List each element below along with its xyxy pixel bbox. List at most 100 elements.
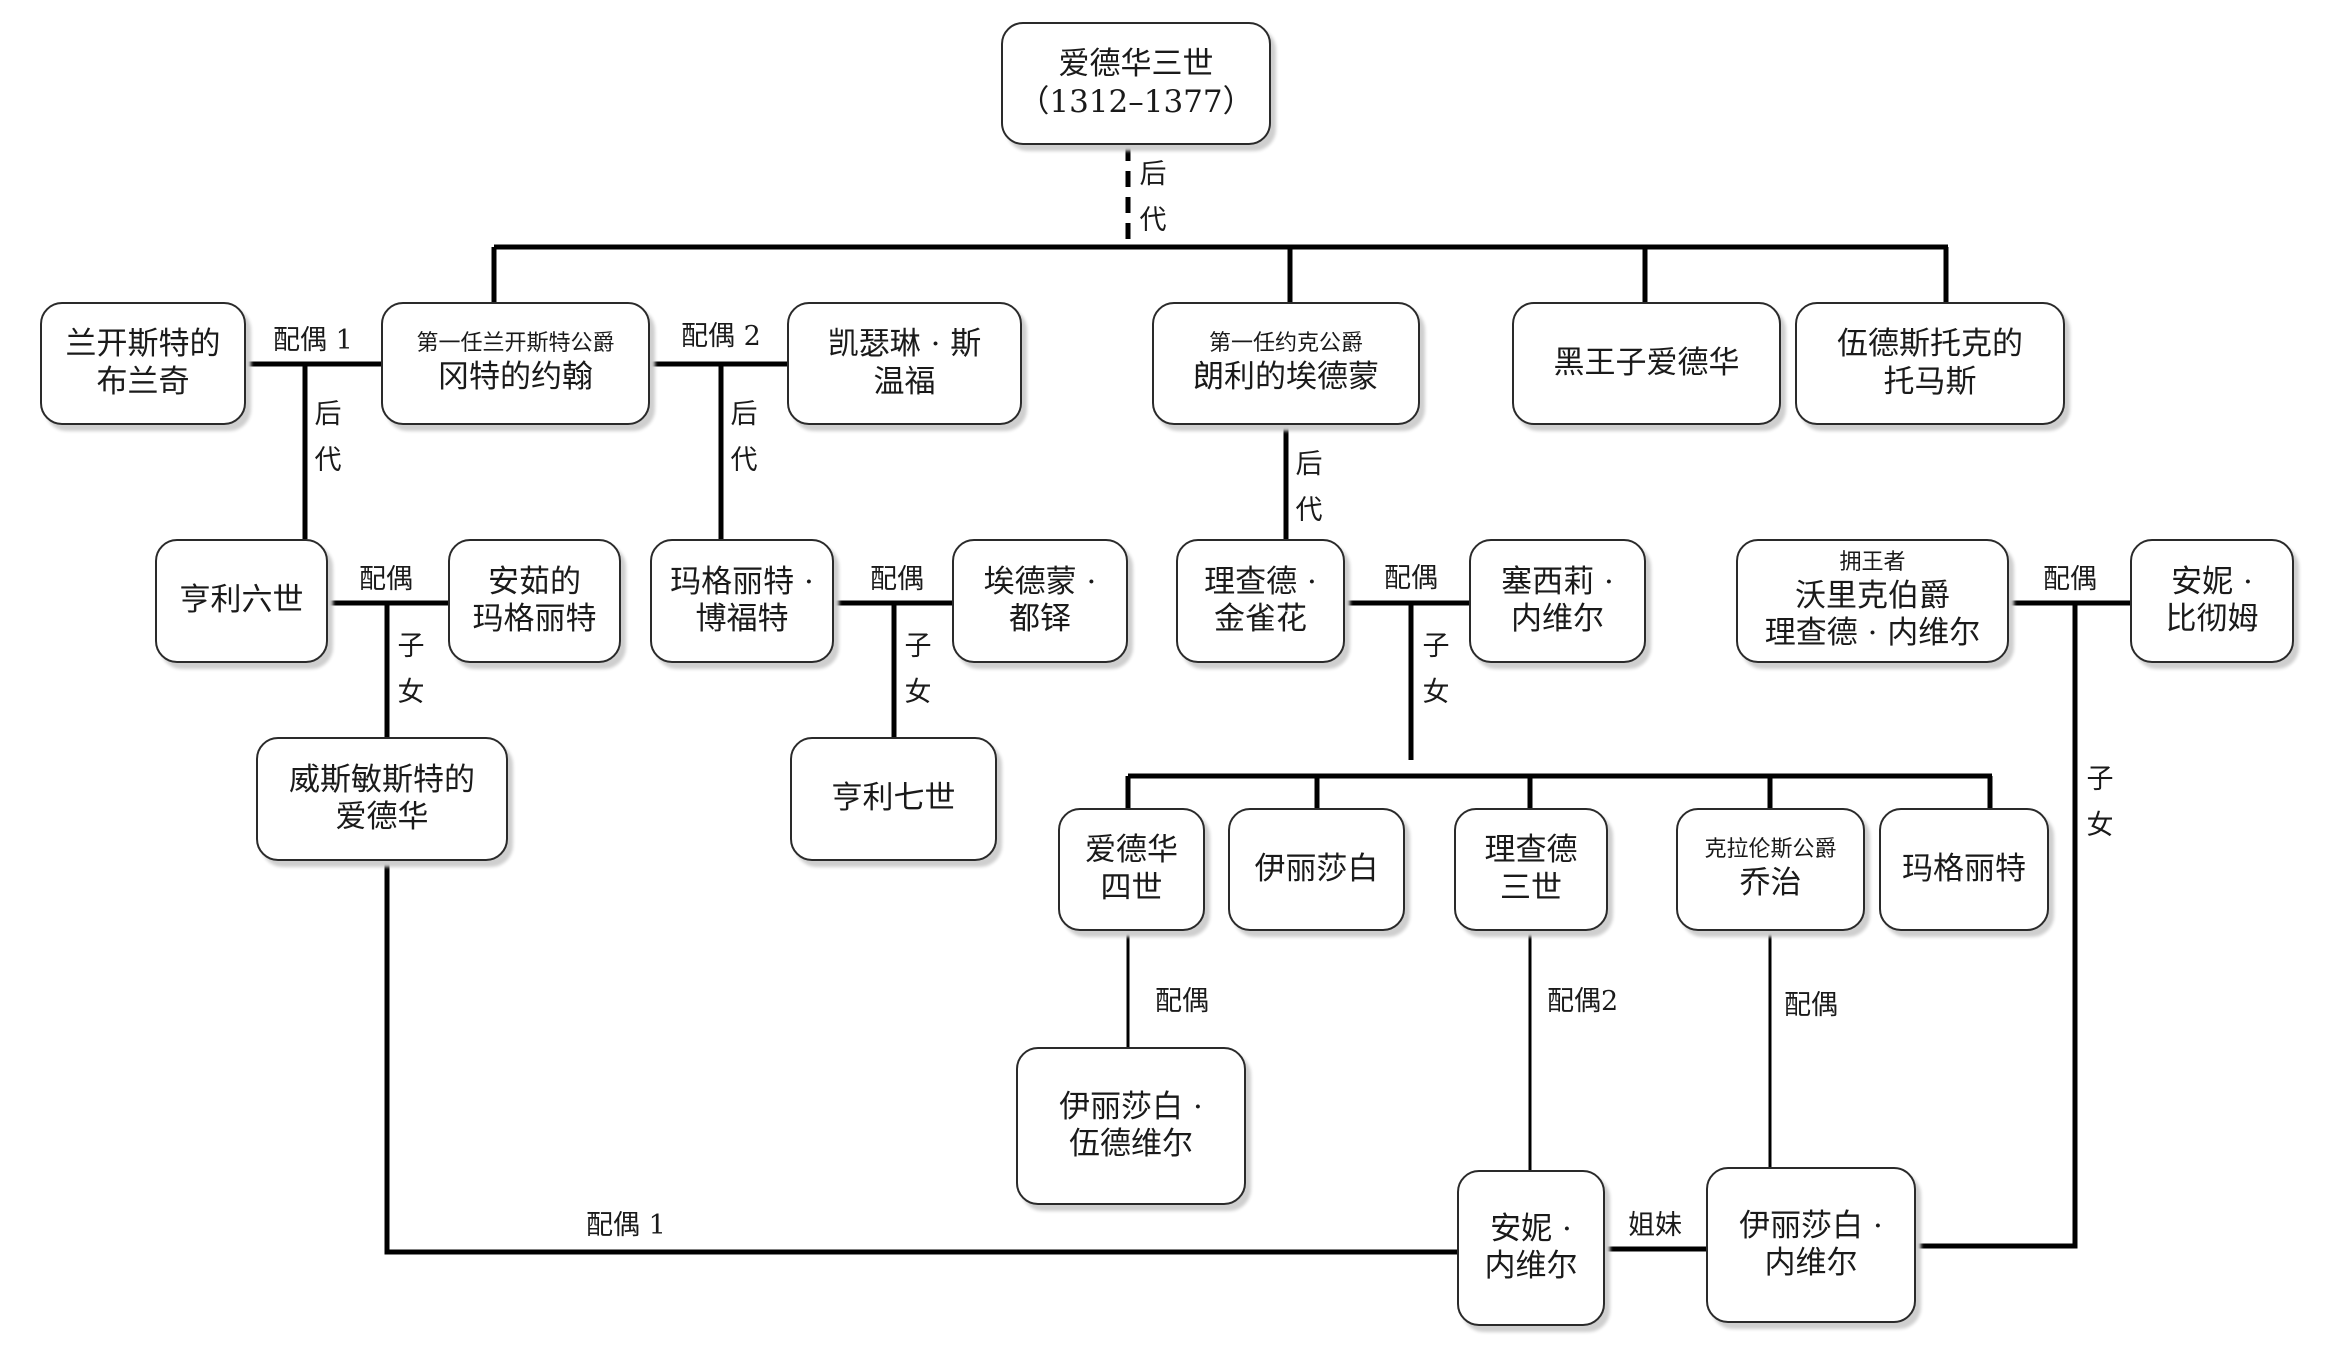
person-name-line: 比彻姆: [2165, 601, 2259, 637]
person-elizabeth-woodville[interactable]: 伊丽莎白 · 伍德维尔: [1016, 1047, 1246, 1205]
label-char: 代: [730, 444, 758, 476]
label-char: 后: [730, 399, 758, 430]
person-name-line: 托马斯: [1883, 363, 1977, 400]
label-char: 后: [1295, 449, 1323, 480]
person-thomas-of-woodstock[interactable]: 伍德斯托克的 托马斯: [1795, 302, 2065, 425]
person-richard3[interactable]: 理查德 三世: [1454, 808, 1608, 931]
person-black-prince[interactable]: 黑王子爱德华: [1512, 302, 1781, 425]
label-children-warwick: 子 女: [2085, 757, 2115, 849]
person-blanche[interactable]: 兰开斯特的 布兰奇: [40, 302, 246, 425]
person-name-line: 沃里克伯爵: [1795, 578, 1950, 614]
person-name-line: 四世: [1100, 869, 1163, 906]
person-name: 亨利六世: [179, 582, 304, 619]
person-name-line: 伍德维尔: [1069, 1126, 1193, 1162]
person-name-line: 威斯敏斯特的: [289, 761, 475, 798]
person-name-line: 金雀花: [1214, 601, 1307, 637]
label-descendants-york: 后 代: [1294, 442, 1324, 534]
person-edmund-of-langley[interactable]: 第一任约克公爵 朗利的埃德蒙: [1152, 302, 1420, 425]
person-margaret-of-anjou[interactable]: 安茹的 玛格丽特: [448, 539, 621, 663]
label-char: 子: [904, 631, 932, 662]
person-name-line: 三世: [1500, 869, 1562, 906]
label-char: 后: [1139, 159, 1167, 190]
person-name-line: 塞西莉 ·: [1501, 563, 1614, 600]
person-name: 冈特的约翰: [438, 359, 593, 396]
label-children-plantagenet: 子 女: [1421, 624, 1451, 716]
person-edmund-tudor[interactable]: 埃德蒙 · 都铎: [952, 539, 1128, 663]
person-cecily-neville[interactable]: 塞西莉 · 内维尔: [1469, 539, 1646, 663]
label-char: 女: [397, 676, 425, 708]
person-name-line: 玛格丽特: [472, 601, 597, 637]
person-name-line: 内维尔: [1484, 1248, 1578, 1284]
person-name-line: 爱德华: [335, 799, 429, 835]
person-katherine-swynford[interactable]: 凯瑟琳 · 斯 温福: [787, 302, 1022, 425]
person-name-line: 玛格丽特 ·: [670, 563, 814, 600]
person-name-line: 凯瑟琳 · 斯: [827, 326, 982, 363]
person-name-line: 温福: [873, 363, 936, 400]
person-henry7[interactable]: 亨利七世: [790, 737, 997, 861]
person-name: 爱德华三世: [1058, 46, 1214, 83]
person-name-line: 兰开斯特的: [65, 326, 221, 363]
label-spouse-beaufort: 配偶: [870, 564, 924, 595]
person-edward3[interactable]: 爱德华三世 （1312–1377）: [1001, 22, 1271, 145]
person-name: 朗利的埃德蒙: [1193, 359, 1379, 396]
person-edward-of-westminster[interactable]: 威斯敏斯特的 爱德华: [256, 737, 508, 861]
person-george-clarence[interactable]: 克拉伦斯公爵 乔治: [1676, 808, 1865, 931]
person-years: （1312–1377）: [1018, 83, 1254, 120]
person-title: 拥王者: [1839, 549, 1906, 575]
label-char: 女: [1422, 676, 1450, 708]
person-margaret-beaufort[interactable]: 玛格丽特 · 博福特: [650, 539, 834, 663]
person-name-line: 内维尔: [1511, 601, 1604, 637]
person-name-line: 伊丽莎白 ·: [1059, 1088, 1203, 1125]
label-char: 代: [1139, 204, 1167, 236]
label-spouse-warwick: 配偶: [2043, 564, 2097, 595]
label-spouse-1-blanche: 配偶 1: [273, 325, 353, 356]
person-john-of-gaunt[interactable]: 第一任兰开斯特公爵 冈特的约翰: [381, 302, 650, 425]
label-spouse-2-katherine: 配偶 2: [681, 321, 761, 352]
person-name-line: 埃德蒙 ·: [983, 563, 1097, 600]
label-char: 女: [2086, 809, 2114, 841]
person-name: 乔治: [1739, 865, 1802, 902]
person-title: 第一任约克公爵: [1208, 330, 1363, 356]
label-sisters: 姐妹: [1628, 1210, 1682, 1241]
person-edward4[interactable]: 爱德华 四世: [1058, 808, 1205, 931]
label-spouse-plantagenet: 配偶: [1384, 563, 1438, 594]
person-name-line: 理查德: [1484, 832, 1578, 869]
person-name-line: 伊丽莎白 ·: [1739, 1207, 1883, 1244]
person-name-line: 安妮 ·: [2171, 563, 2253, 600]
label-spouse-edward4: 配偶: [1155, 986, 1209, 1017]
person-name-line: 理查德 ·: [1204, 563, 1317, 600]
person-title: 第一任兰开斯特公爵: [416, 330, 615, 356]
person-richard-plantagenet[interactable]: 理查德 · 金雀花: [1176, 539, 1345, 663]
children-warwick: [1916, 603, 2078, 1249]
person-name-line: 内维尔: [1764, 1245, 1858, 1281]
label-descendants-beaufort: 后 代: [729, 392, 759, 484]
marriage-westminster-anne: [384, 861, 1457, 1255]
label-children-beaufort: 子 女: [903, 624, 933, 716]
label-char: 子: [1422, 631, 1450, 662]
label-char: 女: [904, 676, 932, 708]
person-anne-neville[interactable]: 安妮 · 内维尔: [1457, 1170, 1605, 1326]
person-name-line: 都铎: [1009, 601, 1071, 637]
label-descendants-lancaster: 后 代: [313, 392, 343, 484]
person-margaret-york[interactable]: 玛格丽特: [1879, 808, 2049, 931]
person-name-line: 博福特: [695, 601, 789, 637]
person-warwick[interactable]: 拥王者 沃里克伯爵 理查德 · 内维尔: [1736, 539, 2009, 663]
label-char: 后: [314, 399, 342, 430]
person-name: 伊丽莎白: [1254, 850, 1379, 887]
person-elizabeth[interactable]: 伊丽莎白: [1228, 808, 1405, 931]
label-char: 代: [1295, 494, 1323, 526]
person-anne-beauchamp[interactable]: 安妮 · 比彻姆: [2130, 539, 2294, 663]
label-spouse-henry6: 配偶: [359, 564, 413, 595]
label-descendants-root: 后 代: [1138, 152, 1168, 244]
person-name-line: 伍德斯托克的: [1837, 326, 2023, 363]
person-isabel-neville[interactable]: 伊丽莎白 · 内维尔: [1706, 1167, 1916, 1323]
label-char: 子: [2086, 764, 2114, 795]
label-char: 子: [397, 631, 425, 662]
person-henry6[interactable]: 亨利六世: [155, 539, 328, 663]
person-name-line: 理查德 · 内维尔: [1764, 615, 1981, 652]
person-name-line: 爱德华: [1085, 832, 1178, 869]
label-spouse-george: 配偶: [1784, 990, 1838, 1021]
label-spouse-1-westminster: 配偶 1: [586, 1210, 666, 1241]
label-spouse-2-richard3: 配偶2: [1547, 986, 1619, 1017]
